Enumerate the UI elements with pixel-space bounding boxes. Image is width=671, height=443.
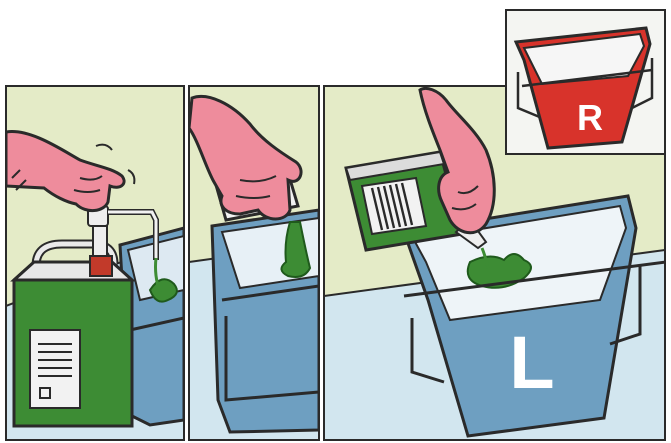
panel-2-sachet-pouring <box>189 86 319 440</box>
inset-red-bucket: R <box>506 10 665 154</box>
bucket-letter-l: L <box>509 321 554 404</box>
chemical-canister-icon <box>14 244 132 426</box>
bucket-letter-r: R <box>577 97 603 138</box>
panel-1-pump-dispensing <box>6 86 184 440</box>
